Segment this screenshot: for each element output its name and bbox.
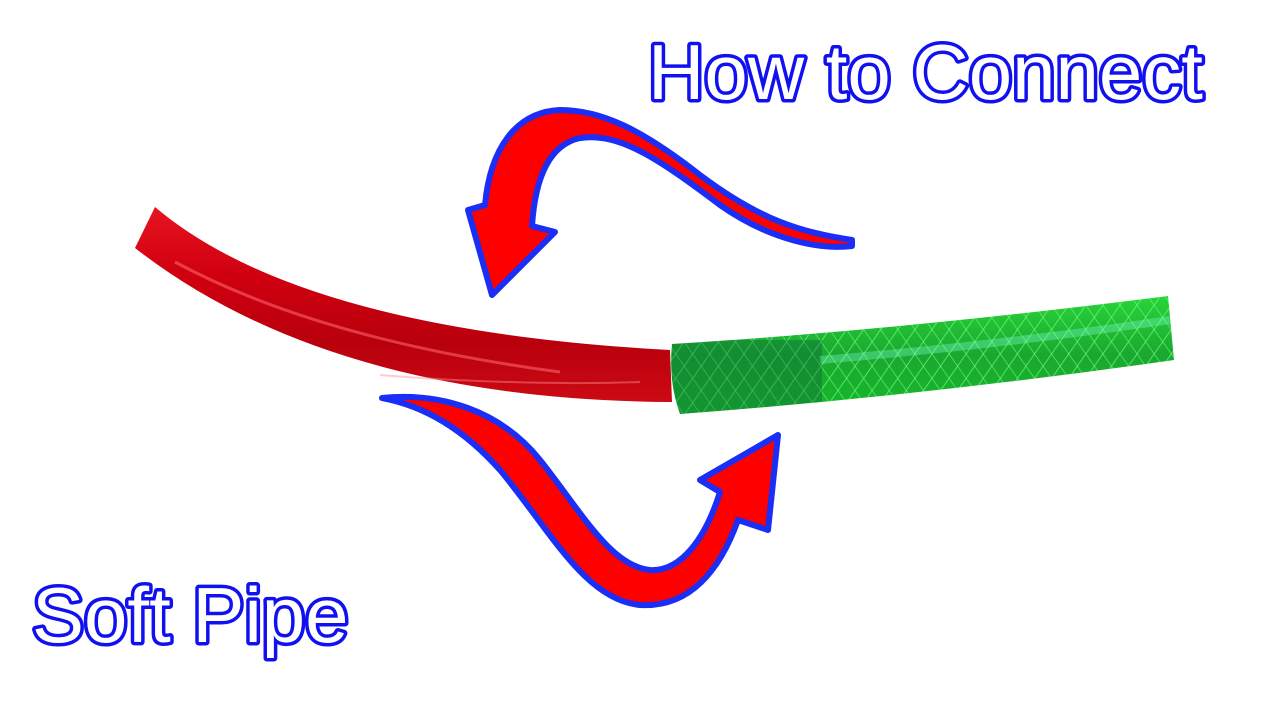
- curved-arrow-top-icon: [465, 107, 855, 298]
- green-hose: [671, 296, 1174, 414]
- red-pipe: [135, 207, 672, 402]
- subheadline-text: Soft Pipe: [32, 571, 349, 659]
- curved-arrow-bottom-icon: [379, 393, 781, 609]
- headline-text: How to Connect: [648, 28, 1203, 116]
